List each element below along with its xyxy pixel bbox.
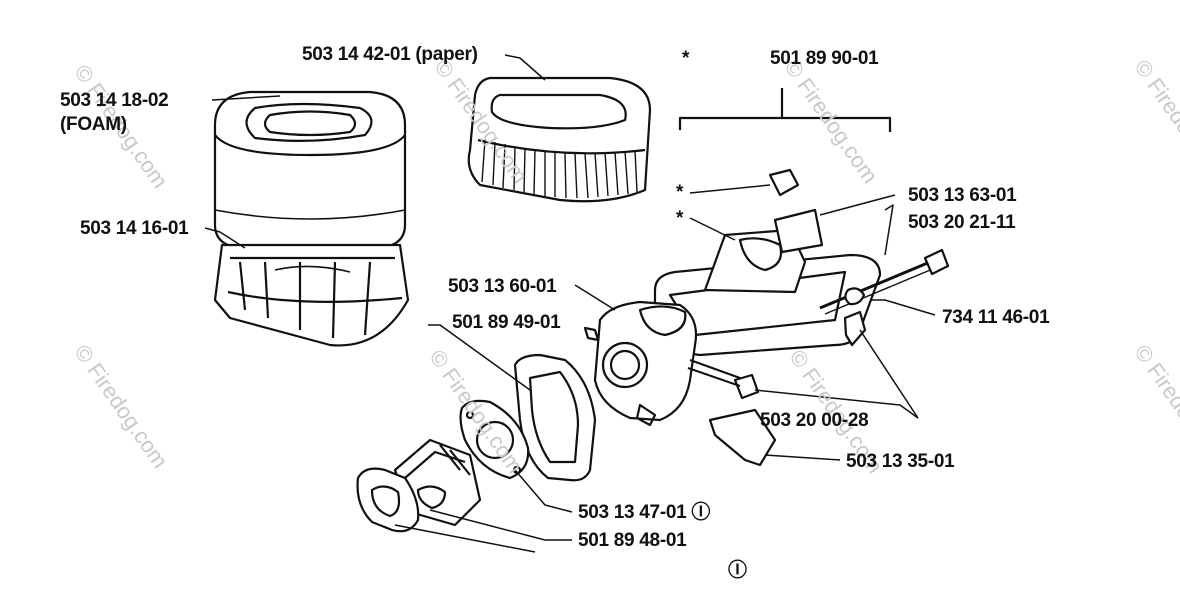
label-foam-note: (FOAM) [60,114,127,135]
paper-filter [467,76,652,203]
kit-bracket [678,116,892,132]
label-asterisk: * [682,48,690,69]
label-bottom-mark: Ⓘ [728,560,747,581]
intake-gasket [356,467,420,533]
label-bolt: 503 20 21-11 [908,212,1016,233]
label-gasket-b-number: 503 13 47-01 [578,502,687,523]
label-intake-gasket: 501 89 48-01 [578,530,687,551]
circle-i-mark: Ⓘ [691,502,711,523]
carburetor [583,300,741,427]
label-gasket-b: 503 13 47-01 Ⓘ [578,502,710,524]
label-kit: 501 89 90-01 [770,48,879,69]
label-gasket-a: 501 89 49-01 [452,312,561,333]
bracket [708,408,777,467]
label-cover-part: 503 13 63-01 [908,185,1017,206]
label-filter-holder: 503 14 16-01 [80,218,189,239]
label-paper-filter: 503 14 42-01 (paper) [302,44,478,65]
label-screws: 503 20 00-28 [760,410,869,431]
small-fitting [768,168,800,197]
label-washer-nut: 734 11 46-01 [942,307,1050,328]
label-bracket: 503 13 35-01 [846,451,955,472]
bolt [819,248,950,315]
label-asterisk: * [676,208,684,229]
filter-holder [213,243,410,347]
filter-housing [653,208,882,357]
gasket-large [513,353,597,482]
label-foam-filter: 503 14 18-02 [60,90,169,111]
gasket-round [459,399,530,480]
label-carburetor: 503 13 60-01 [448,276,557,297]
foam-filter [213,90,407,250]
label-asterisk: * [676,182,684,203]
